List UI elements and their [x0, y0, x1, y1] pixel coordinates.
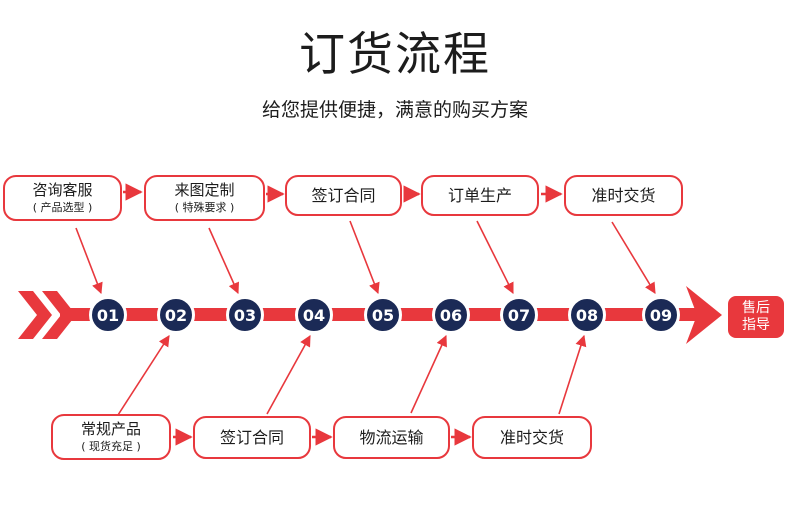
timeline-node-09: 09	[642, 296, 680, 334]
step-label: 物流运输	[359, 428, 424, 447]
timeline-node-01: 01	[89, 296, 127, 334]
step-on-time-delivery-top: 准时交货	[564, 175, 683, 216]
end-label-line2: 指导	[742, 317, 770, 333]
page-subtitle: 给您提供便捷，满意的购买方案	[261, 99, 528, 121]
step-label: 准时交货	[499, 428, 564, 447]
end-label-line1: 售后	[742, 300, 770, 316]
step-custom-drawing: 来图定制 ( 特殊要求 )	[144, 175, 265, 221]
timeline-node-08: 08	[568, 296, 606, 334]
step-sublabel: ( 现货充足 )	[81, 440, 141, 453]
timeline-start-chevron	[18, 291, 52, 339]
after-sales-guidance-label: 售后 指导	[728, 296, 784, 338]
timeline-node-03: 03	[226, 296, 264, 334]
step-regular-products: 常规产品 ( 现货充足 )	[51, 414, 171, 460]
step-logistics-transport: 物流运输	[333, 416, 450, 459]
step-sign-contract-bottom: 签订合同	[193, 416, 311, 459]
step-label: 签订合同	[311, 186, 376, 205]
step-consult-service: 咨询客服 ( 产品选型 )	[3, 175, 122, 221]
timeline-node-05: 05	[364, 296, 402, 334]
timeline-end-arrowhead	[686, 286, 722, 344]
step-label: 准时交货	[591, 186, 656, 205]
timeline-node-07: 07	[500, 296, 538, 334]
step-sign-contract-top: 签订合同	[285, 175, 402, 216]
step-label: 订单生产	[447, 186, 512, 205]
step-label: 咨询客服	[32, 181, 93, 199]
step-sublabel: ( 产品选型 )	[32, 201, 93, 214]
timeline-node-04: 04	[295, 296, 333, 334]
step-on-time-delivery-bottom: 准时交货	[472, 416, 592, 459]
step-label: 签订合同	[219, 428, 284, 447]
page-title: 订货流程	[299, 27, 491, 81]
step-label: 来图定制	[174, 181, 235, 199]
step-sublabel: ( 特殊要求 )	[174, 201, 235, 214]
timeline-node-06: 06	[432, 296, 470, 334]
step-order-production: 订单生产	[421, 175, 539, 216]
timeline-node-02: 02	[157, 296, 195, 334]
timeline-start-chevron	[42, 291, 76, 339]
step-label: 常规产品	[80, 420, 141, 438]
